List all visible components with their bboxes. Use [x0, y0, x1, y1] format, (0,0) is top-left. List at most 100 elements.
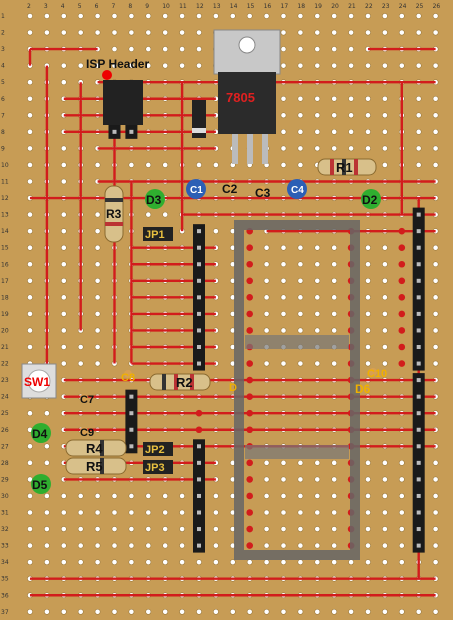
board-hole — [212, 608, 219, 615]
board-hole — [331, 29, 338, 36]
capacitor-c7[interactable]: C7 — [80, 394, 94, 406]
row-number: 7 — [1, 112, 5, 119]
diode-d6[interactable]: D6 — [355, 382, 371, 396]
board-hole — [398, 542, 405, 549]
board-hole — [280, 459, 287, 466]
board-hole — [162, 542, 169, 549]
solder-joint — [246, 360, 253, 367]
capacitor-c9[interactable]: C9 — [80, 427, 94, 439]
resistor-r4[interactable]: R4 — [65, 439, 127, 457]
board-hole — [111, 13, 118, 19]
board-hole — [432, 509, 439, 516]
board-hole — [94, 13, 101, 19]
board-hole — [280, 62, 287, 69]
socket-bridge — [245, 335, 349, 349]
resistor-r3[interactable]: R3 — [104, 185, 124, 243]
board-hole — [94, 162, 101, 168]
regulator-7805[interactable]: 7805 — [213, 29, 281, 164]
board-hole — [27, 277, 33, 284]
board-hole — [94, 228, 101, 235]
board-hole — [432, 62, 439, 69]
board-hole — [314, 493, 321, 499]
board-hole — [297, 476, 304, 483]
board-hole — [94, 294, 101, 301]
board-hole — [398, 29, 405, 36]
row-number: 32 — [1, 526, 9, 533]
capacitor-c8[interactable]: C8 — [121, 370, 135, 384]
board-hole — [280, 29, 287, 36]
board-hole — [111, 542, 118, 549]
led-d3[interactable]: D3 — [145, 189, 165, 209]
svg-text:R3: R3 — [106, 207, 122, 221]
board-hole — [314, 46, 321, 52]
col-number: 26 — [433, 3, 441, 10]
board-hole — [229, 608, 236, 615]
capacitor-c1[interactable]: C1 — [186, 179, 206, 199]
led-d2[interactable]: D2 — [361, 189, 381, 209]
board-hole — [381, 360, 388, 367]
board-hole — [381, 13, 388, 19]
board-hole — [94, 261, 101, 268]
svg-text:C2: C2 — [222, 182, 238, 196]
solder-joint — [398, 343, 406, 351]
capacitor-c3[interactable]: C3 — [255, 186, 271, 200]
board-hole — [381, 277, 388, 284]
capacitor-c2[interactable]: C2 — [222, 182, 238, 196]
resistor-r5[interactable]: R5 — [65, 457, 127, 475]
board-hole — [348, 62, 354, 69]
col-number: 25 — [416, 3, 424, 10]
header-pin — [416, 477, 421, 482]
board-hole — [432, 128, 439, 135]
svg-text:D: D — [229, 382, 237, 394]
svg-text:D6: D6 — [355, 382, 371, 396]
board-hole — [60, 310, 67, 317]
board-hole — [60, 261, 67, 268]
board-hole — [365, 112, 371, 119]
capacitor-c4[interactable]: C4 — [287, 179, 307, 199]
board-hole — [27, 244, 33, 251]
resistor-r2[interactable]: R2 — [149, 373, 211, 391]
board-hole — [111, 62, 118, 69]
board-hole — [297, 29, 304, 36]
board-hole — [27, 493, 33, 499]
header-pin — [416, 295, 421, 300]
switch-sw1[interactable]: SW1 — [21, 363, 57, 399]
resistor-r1[interactable]: R1 — [317, 158, 377, 176]
col-number: 12 — [196, 3, 204, 10]
pin-strips — [108, 91, 425, 553]
header-pin — [416, 444, 421, 449]
d1-label-anchor: D — [229, 382, 237, 394]
board-hole — [415, 608, 422, 615]
board-hole — [398, 559, 405, 566]
board-hole — [432, 261, 439, 268]
isp-pin1-marker — [102, 70, 112, 80]
col-number: 3 — [44, 3, 48, 10]
col-number: 22 — [365, 3, 373, 10]
row-number: 6 — [1, 96, 5, 103]
led-d4[interactable]: D4 — [31, 423, 51, 443]
svg-text:R1: R1 — [336, 160, 353, 175]
header-pin — [416, 543, 421, 548]
jumper-jp3[interactable]: JP3 — [143, 460, 173, 474]
solder-joint — [246, 409, 253, 417]
board-hole — [60, 178, 67, 185]
solder-joint — [246, 542, 253, 549]
board-hole — [94, 493, 101, 499]
board-hole — [432, 277, 439, 284]
led-d5[interactable]: D5 — [31, 474, 51, 494]
board-hole — [365, 95, 371, 102]
board-hole — [27, 459, 33, 466]
board-hole — [280, 542, 287, 549]
board-hole — [162, 559, 169, 566]
board-hole — [94, 327, 101, 334]
board-hole — [280, 95, 287, 102]
board-hole — [297, 493, 304, 499]
header-pin — [197, 444, 201, 449]
diode-d1[interactable]: D1 — [0, 0, 206, 138]
jumper-jp1[interactable]: JP1 — [143, 227, 173, 241]
board-hole — [381, 128, 388, 135]
board-hole — [314, 310, 321, 317]
capacitor-c10[interactable]: C10 — [367, 368, 387, 380]
col-number: 9 — [145, 3, 149, 10]
jumper-jp2[interactable]: JP2 — [143, 442, 173, 456]
